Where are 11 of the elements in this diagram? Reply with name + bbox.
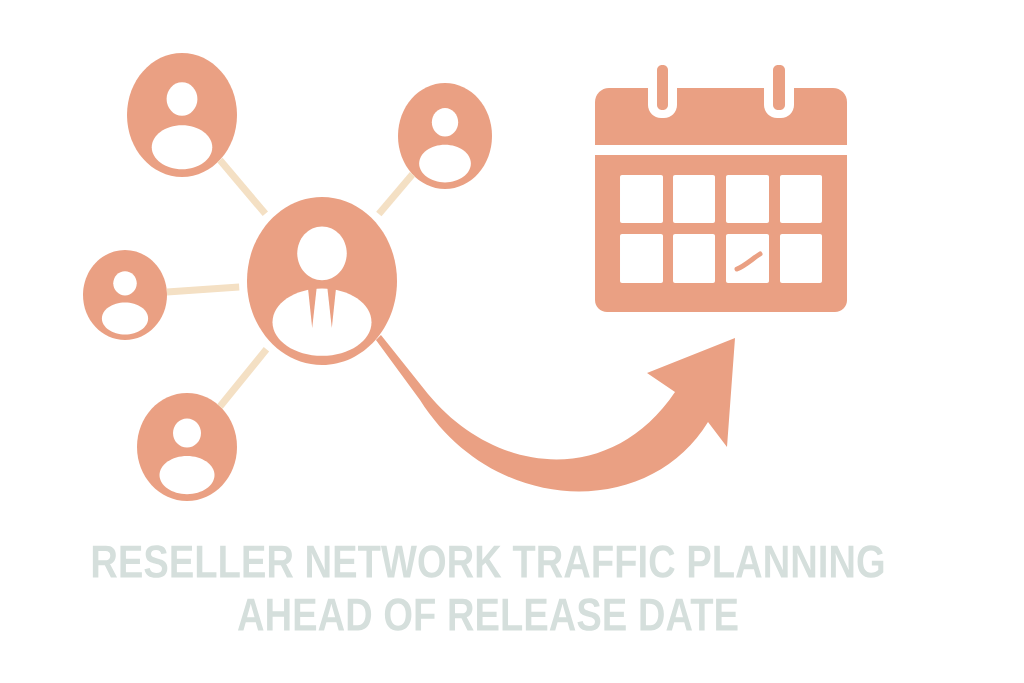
person-icon <box>83 250 167 340</box>
calendar-icon <box>595 65 847 312</box>
connector-line <box>166 283 240 296</box>
connector-line <box>217 347 270 409</box>
person-icon <box>127 53 237 177</box>
curved-arrow <box>375 334 735 492</box>
person-icon <box>398 83 492 189</box>
person-icon <box>247 197 397 365</box>
connector-line <box>217 157 269 217</box>
connector-line <box>376 172 416 217</box>
person-icon <box>137 393 237 501</box>
